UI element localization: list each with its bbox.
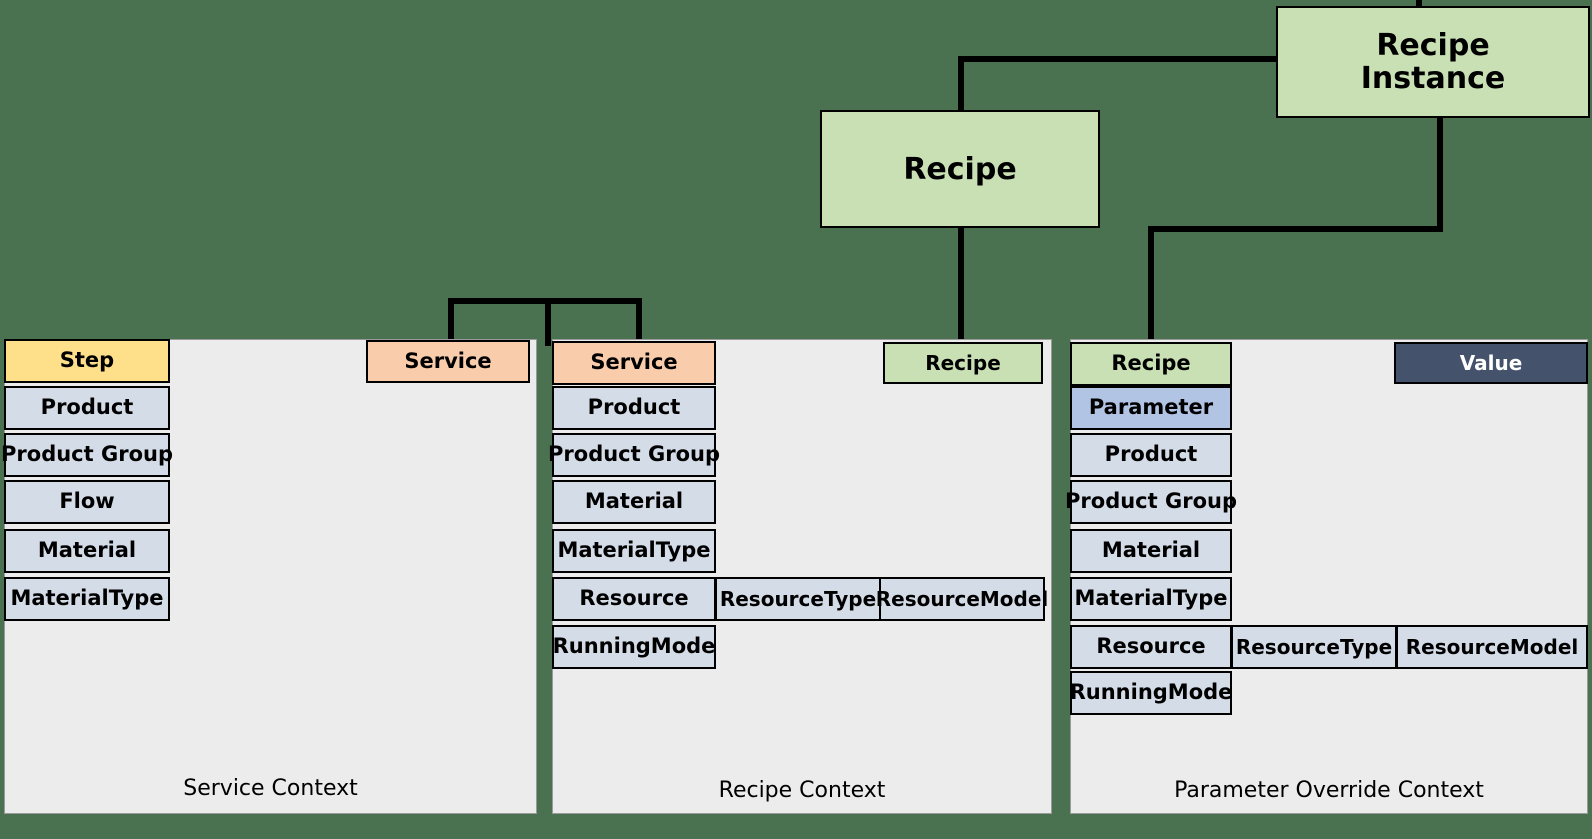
param-context-recipe-row[interactable]: Recipe bbox=[1070, 342, 1232, 386]
service-context-step-row[interactable]: Step bbox=[4, 339, 170, 383]
service-context-label: Service Context bbox=[183, 776, 358, 801]
param-context-productgroup-row[interactable]: Product Group bbox=[1065, 480, 1237, 524]
row-label: MaterialType bbox=[1074, 586, 1228, 611]
row-label: Resource bbox=[579, 586, 689, 611]
param-context-parameter-row[interactable]: Parameter bbox=[1070, 386, 1232, 430]
param-context-resource-row[interactable]: Resource bbox=[1070, 625, 1232, 669]
param-context-runningmode-row[interactable]: RunningMode bbox=[1070, 671, 1232, 715]
parameter-override-context-label: Parameter Override Context bbox=[1174, 778, 1484, 803]
row-label: Recipe bbox=[925, 351, 1001, 375]
recipe-context-resourcemodel-node[interactable]: ResourceModel bbox=[876, 577, 1048, 621]
service-context-product-row[interactable]: Product bbox=[4, 386, 170, 430]
row-label: MaterialType bbox=[10, 586, 164, 611]
service-context-material-row[interactable]: Material bbox=[4, 529, 170, 573]
row-label: Step bbox=[59, 348, 115, 373]
service-context-productgroup-row[interactable]: Product Group bbox=[1, 433, 173, 477]
connector-recipeinstance-recipe-horiz bbox=[958, 56, 1420, 62]
recipe-context-service-row[interactable]: Service bbox=[552, 341, 716, 385]
row-label: Material bbox=[37, 538, 137, 563]
row-label: Resource bbox=[1096, 634, 1206, 659]
param-context-value-node[interactable]: Value bbox=[1394, 342, 1588, 384]
param-context-materialtype-row[interactable]: MaterialType bbox=[1070, 577, 1232, 621]
row-label: Product bbox=[587, 395, 681, 420]
connector-recipeinstance-paramrecipe-horiz bbox=[1148, 226, 1443, 232]
row-label: RunningMode bbox=[1069, 680, 1233, 705]
row-label: ResourceModel bbox=[1405, 635, 1579, 659]
connector-recipe-recipecontext-vert bbox=[958, 224, 964, 346]
connector-recipeinstance-paramrecipe-vert-left bbox=[1148, 226, 1154, 346]
connector-recipeinstance-recipe-vert-left bbox=[958, 56, 964, 114]
connector-recipeinstance-paramrecipe-vert-right bbox=[1437, 112, 1443, 232]
recipe-box[interactable]: Recipe bbox=[820, 110, 1100, 228]
row-label: Product bbox=[40, 395, 134, 420]
recipe-label: Recipe bbox=[903, 151, 1017, 187]
row-label: ResourceModel bbox=[875, 587, 1049, 611]
row-label: MaterialType bbox=[557, 538, 711, 563]
connector-services-bracket-horiz bbox=[448, 298, 642, 304]
row-label: Flow bbox=[59, 489, 115, 514]
recipe-context-material-row[interactable]: Material bbox=[552, 480, 716, 524]
row-label: Material bbox=[584, 489, 684, 514]
connector-service-left-vert bbox=[448, 298, 454, 346]
param-context-material-row[interactable]: Material bbox=[1070, 529, 1232, 573]
row-label: Product Group bbox=[1065, 489, 1237, 514]
row-label: Product bbox=[1104, 442, 1198, 467]
row-label: Service bbox=[590, 350, 678, 375]
recipe-instance-label-line1: Recipe bbox=[1376, 28, 1490, 63]
row-label: Recipe bbox=[1111, 351, 1191, 376]
param-context-resourcetype-node[interactable]: ResourceType bbox=[1231, 625, 1397, 669]
connector-recipe-services-stub bbox=[545, 302, 551, 346]
recipe-context-runningmode-row[interactable]: RunningMode bbox=[552, 625, 716, 669]
recipe-context-product-row[interactable]: Product bbox=[552, 386, 716, 430]
param-context-resourcemodel-node[interactable]: ResourceModel bbox=[1396, 625, 1588, 669]
row-label: Product Group bbox=[1, 442, 173, 467]
row-label: ResourceType bbox=[1235, 635, 1393, 659]
param-context-product-row[interactable]: Product bbox=[1070, 433, 1232, 477]
row-label: ResourceType bbox=[719, 587, 877, 611]
service-context-service-node[interactable]: Service bbox=[366, 340, 530, 383]
recipe-context-label: Recipe Context bbox=[718, 778, 886, 803]
service-context-materialtype-row[interactable]: MaterialType bbox=[4, 577, 170, 621]
row-label: Material bbox=[1101, 538, 1201, 563]
recipe-instance-label-line2: Instance bbox=[1360, 61, 1506, 96]
row-label: Product Group bbox=[548, 442, 720, 467]
recipe-context-materialtype-row[interactable]: MaterialType bbox=[552, 529, 716, 573]
row-label: Service bbox=[404, 348, 492, 373]
recipe-context-resource-row[interactable]: Resource bbox=[552, 577, 716, 621]
row-label: Parameter bbox=[1088, 395, 1214, 420]
recipe-context-recipe-node[interactable]: Recipe bbox=[883, 342, 1043, 384]
recipe-context-productgroup-row[interactable]: Product Group bbox=[548, 433, 720, 477]
recipe-context-resourcetype-node[interactable]: ResourceType bbox=[715, 577, 881, 621]
row-label: RunningMode bbox=[552, 634, 716, 659]
row-label: Value bbox=[1459, 351, 1523, 375]
service-context-flow-row[interactable]: Flow bbox=[4, 480, 170, 524]
connector-service-right-vert bbox=[636, 298, 642, 346]
recipe-instance-box[interactable]: Recipe Instance bbox=[1276, 6, 1590, 118]
